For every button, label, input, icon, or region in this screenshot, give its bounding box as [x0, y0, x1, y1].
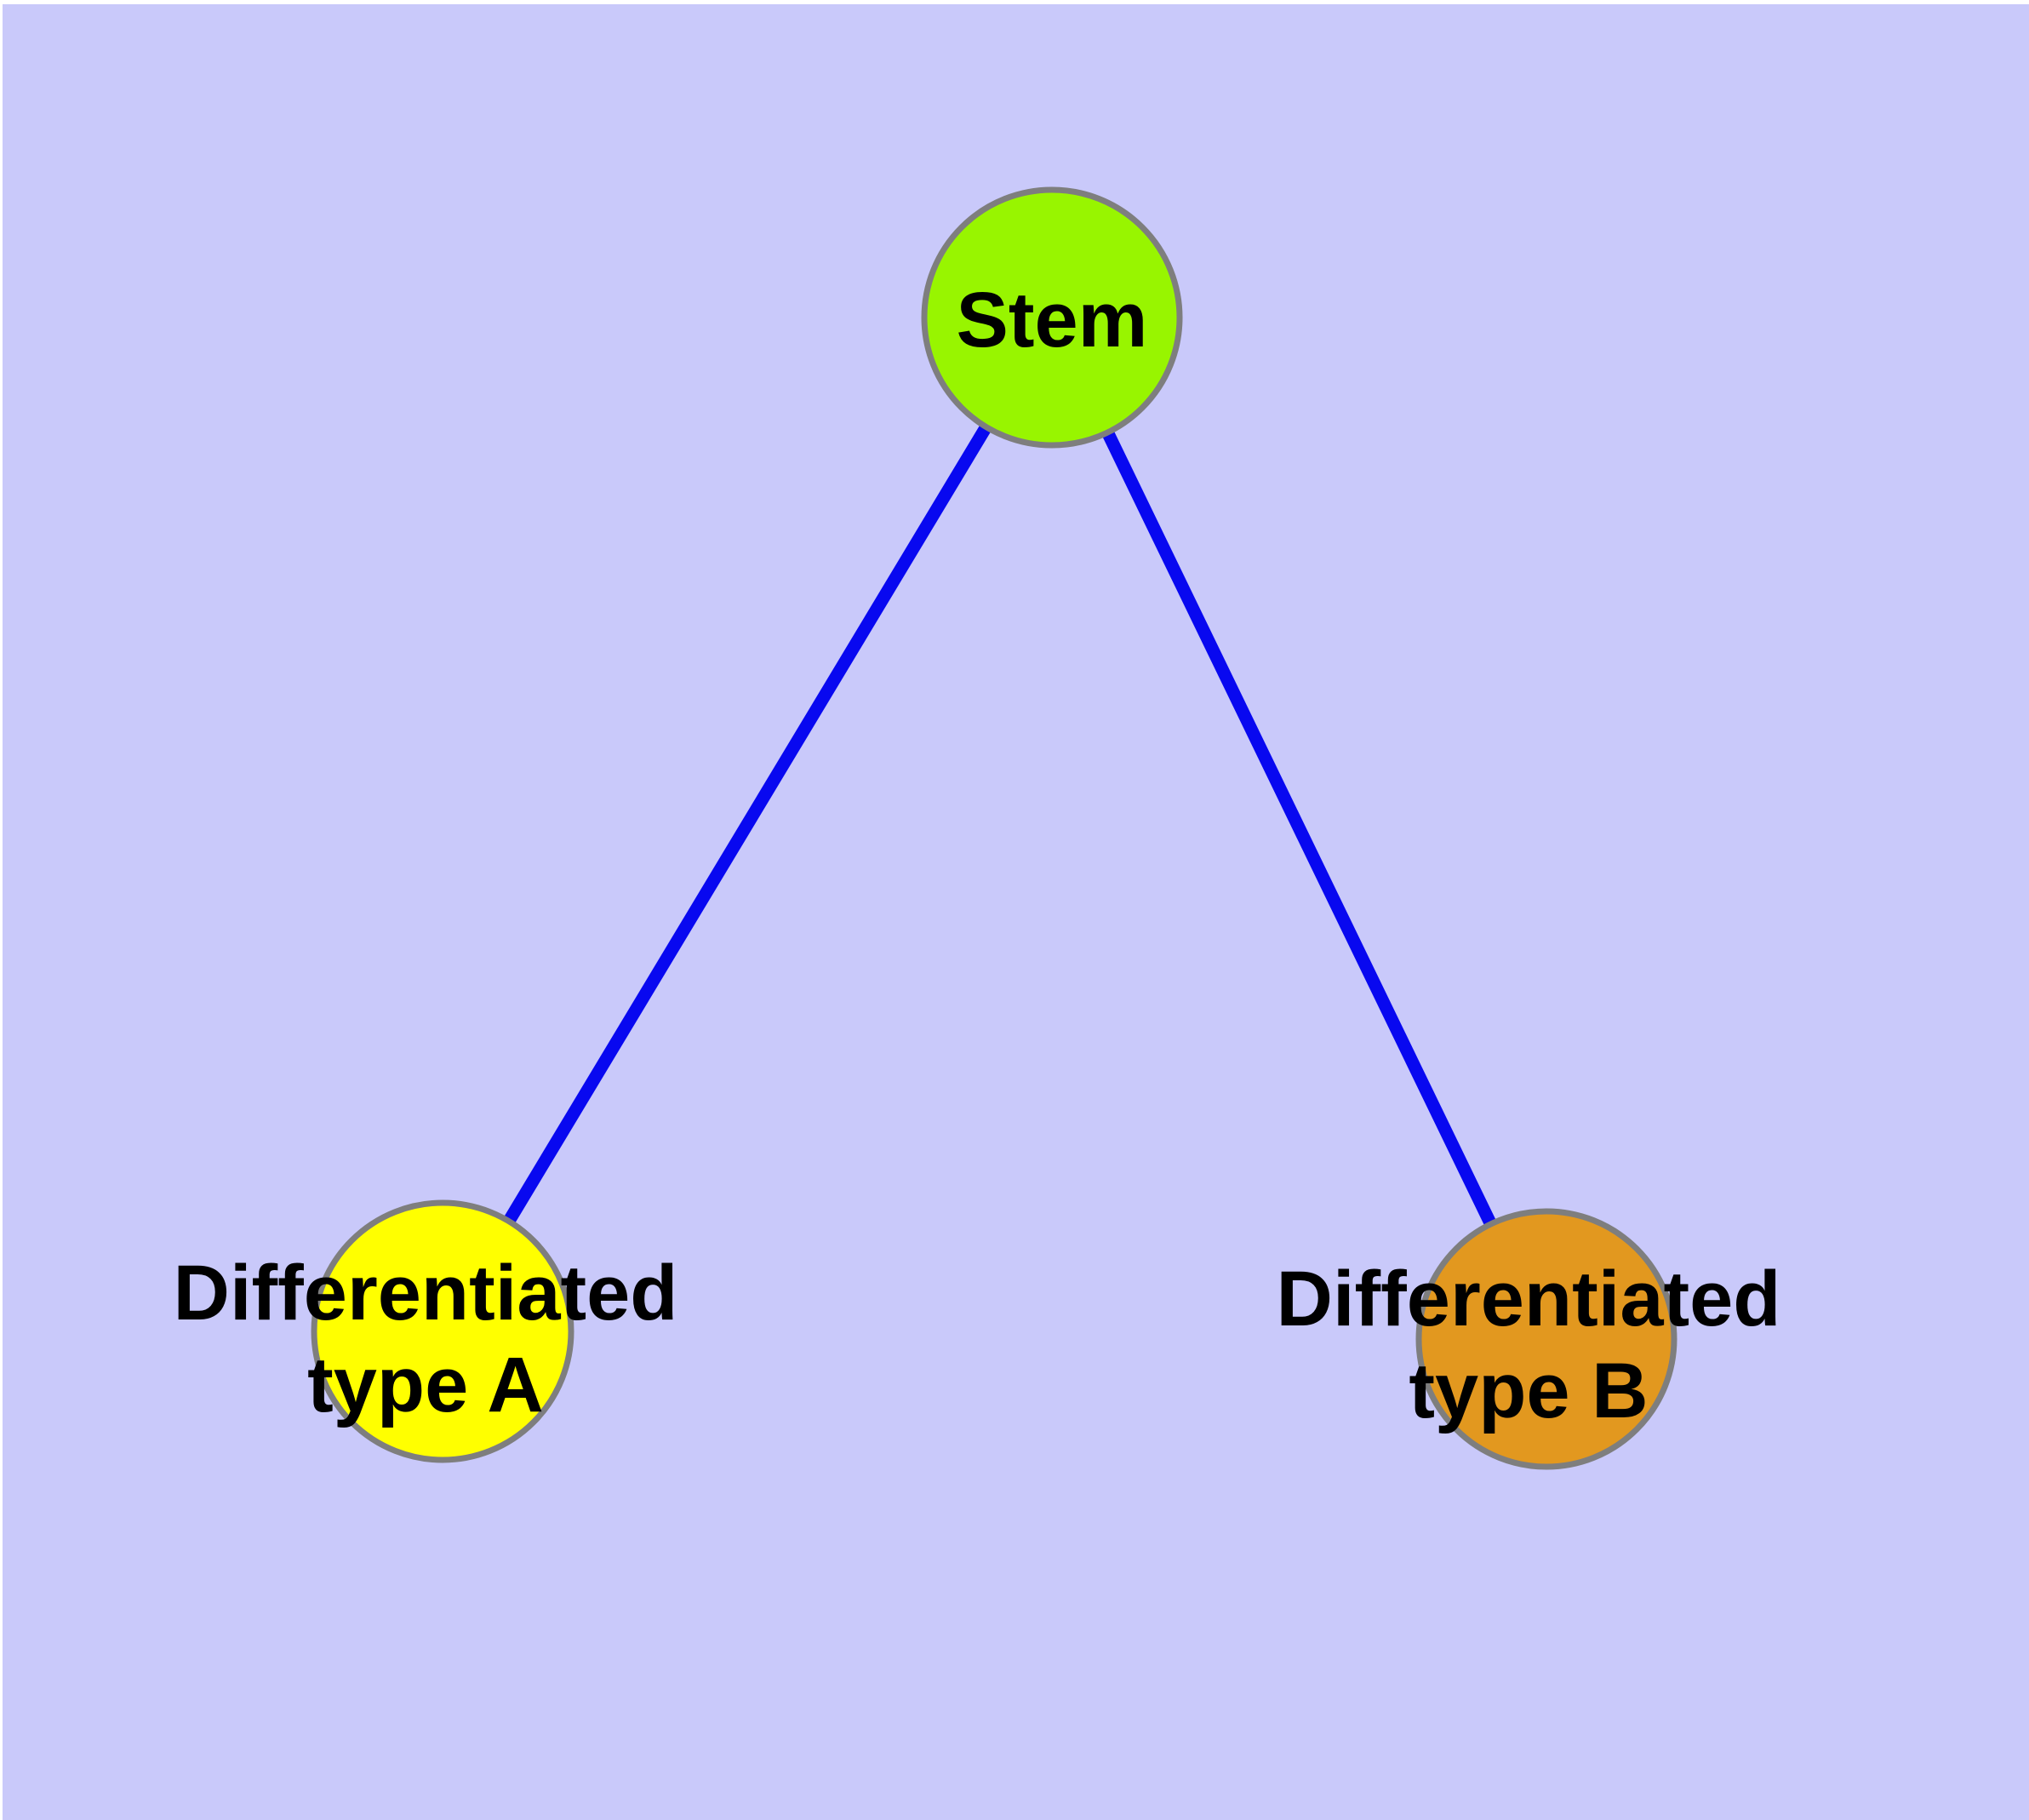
- edge-stem-to-type-a: [437, 314, 1058, 1335]
- stem-node-circle: [921, 186, 1183, 449]
- edge-stem-to-type-b: [1046, 314, 1552, 1342]
- type-b-node-label-line2: type B: [1409, 1348, 1648, 1434]
- type-a-node-label-line1: Differentiated: [174, 1250, 678, 1336]
- type-b-node-circle: [1415, 1208, 1677, 1470]
- type-b-node-label-line1: Differentiated: [1277, 1256, 1781, 1342]
- type-b-node: Differentiated type B: [1277, 1208, 1781, 1470]
- type-a-node-label-line2: type A: [307, 1342, 544, 1428]
- stem-node-label: Stem: [957, 277, 1148, 363]
- stem-node: Stem: [921, 186, 1183, 449]
- type-a-node: Differentiated type A: [174, 1199, 678, 1463]
- type-a-node-circle: [311, 1199, 574, 1463]
